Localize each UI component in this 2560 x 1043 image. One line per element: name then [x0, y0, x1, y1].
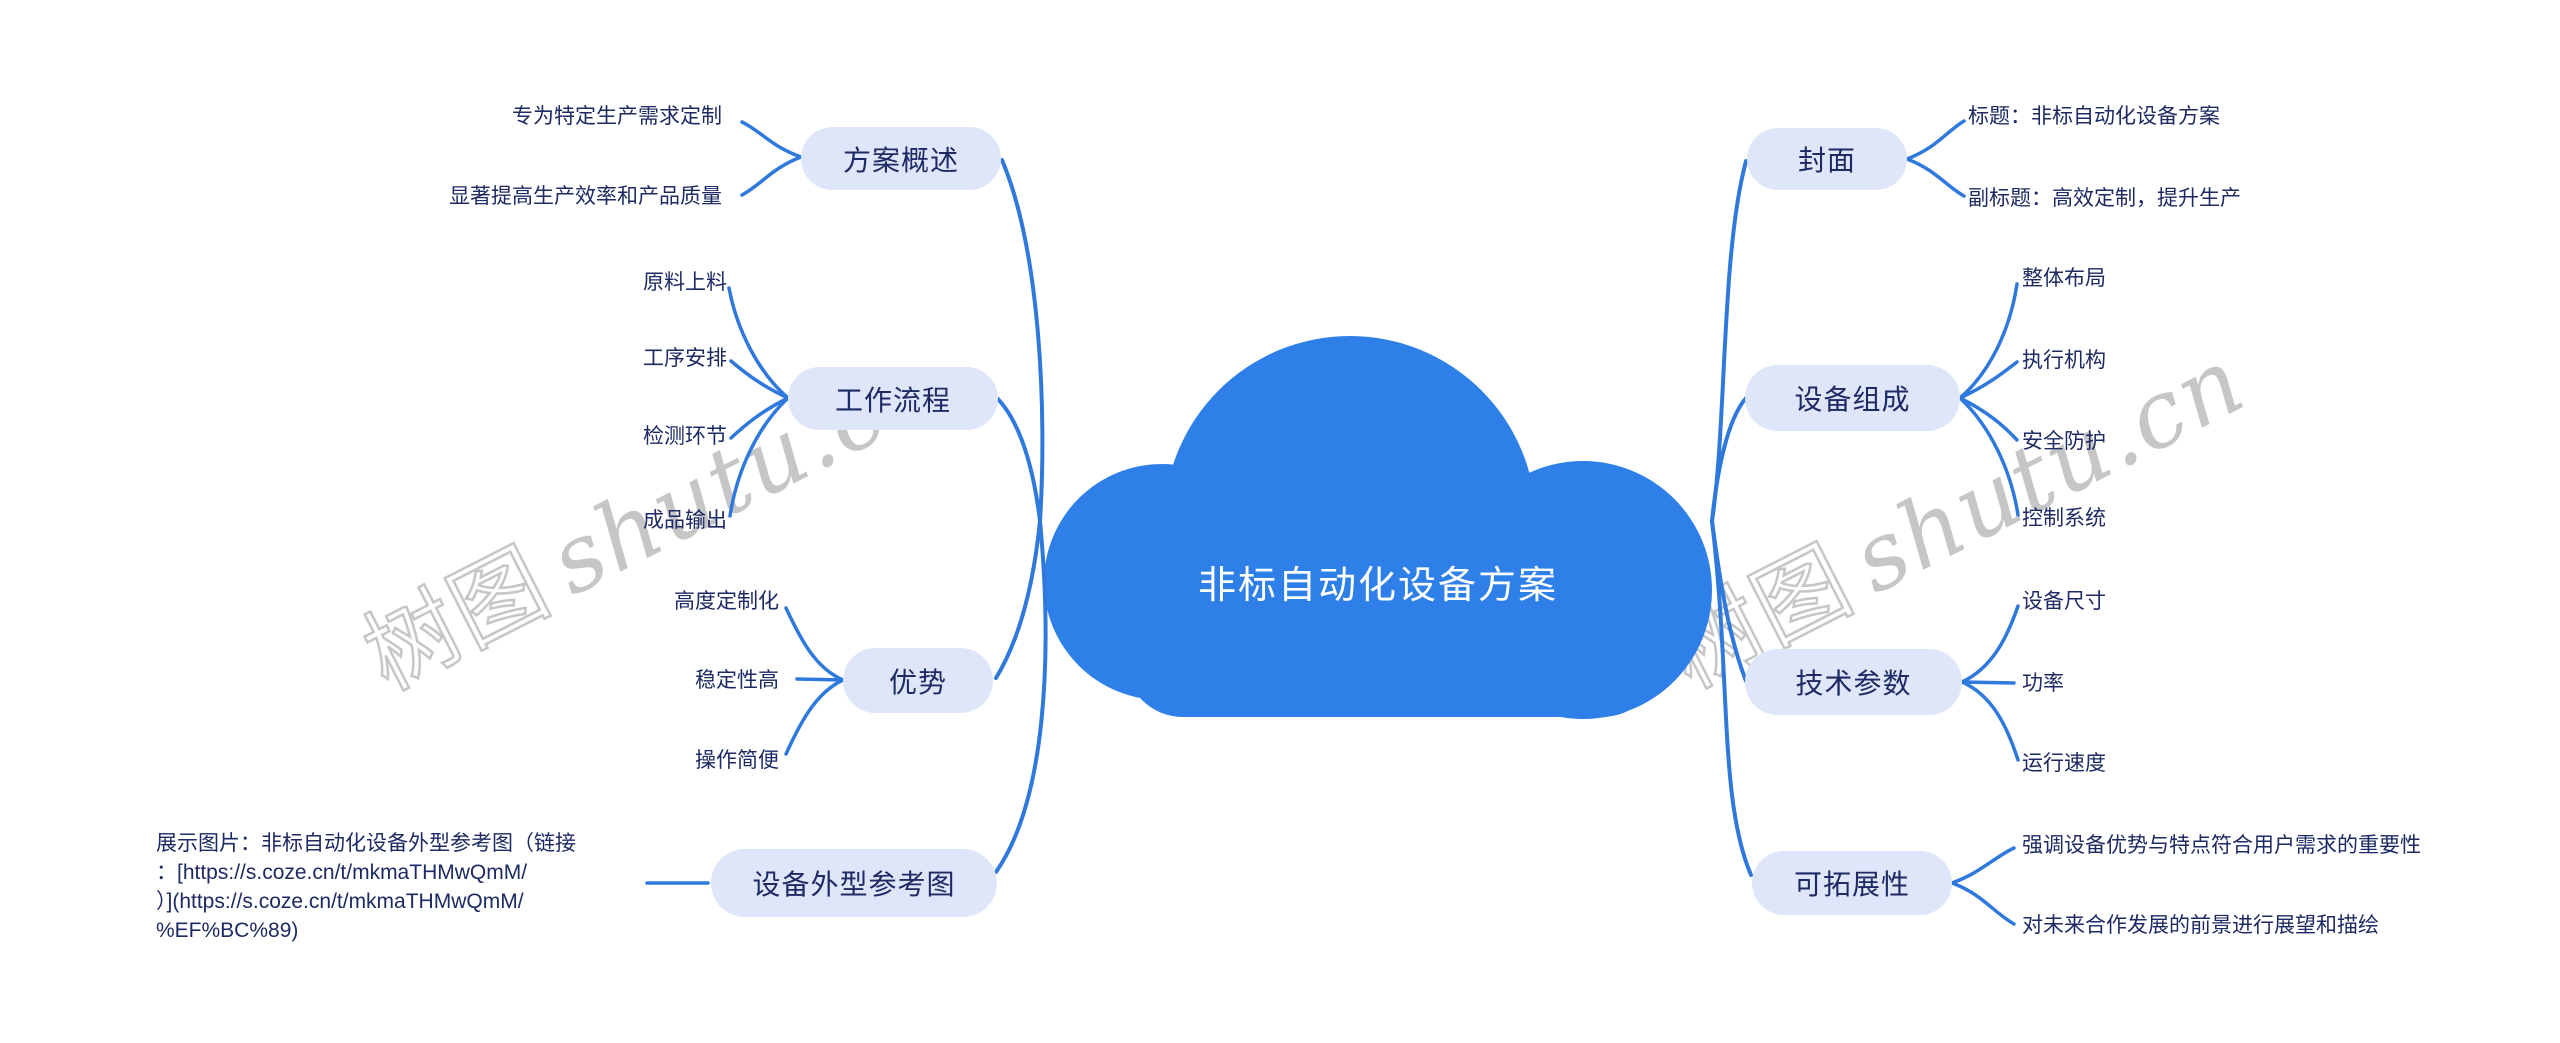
- node-extensibility[interactable]: 可拓展性: [1752, 851, 1952, 915]
- root-node-label[interactable]: 非标自动化设备方案: [1197, 565, 1558, 607]
- child-high-customization[interactable]: 高度定制化: [674, 590, 779, 613]
- child-emphasize-advantages[interactable]: 强调设备优势与特点符合用户需求的重要性: [2022, 834, 2421, 857]
- child-process-arrangement[interactable]: 工序安排: [643, 347, 727, 370]
- node-device-appearance[interactable]: 设备外型参考图: [711, 849, 997, 917]
- node-extensibility-label: 可拓展性: [1793, 869, 1910, 900]
- child-control-system[interactable]: 控制系统: [2022, 507, 2106, 530]
- child-overall-layout[interactable]: 整体布局: [2022, 267, 2106, 290]
- child-high-stability[interactable]: 稳定性高: [695, 669, 779, 692]
- child-reference-image-link[interactable]: 展示图片：非标自动化设备外型参考图（链接 ：[https://s.coze.cn…: [156, 829, 626, 945]
- child-easy-operation[interactable]: 操作简便: [695, 749, 779, 772]
- note-line: 展示图片：非标自动化设备外型参考图（链接: [156, 832, 576, 855]
- child-cover-subtitle[interactable]: 副标题：高效定制，提升生产: [1968, 187, 2241, 210]
- child-product-output[interactable]: 成品输出: [643, 509, 727, 532]
- node-composition[interactable]: 设备组成: [1745, 365, 1960, 431]
- child-running-speed[interactable]: 运行速度: [2022, 752, 2106, 775]
- child-future-cooperation[interactable]: 对未来合作发展的前景进行展望和描绘: [2022, 914, 2379, 937]
- child-improve-efficiency[interactable]: 显著提高生产效率和产品质量: [449, 185, 722, 208]
- node-composition-label: 设备组成: [1794, 384, 1911, 415]
- child-device-size[interactable]: 设备尺寸: [2022, 590, 2106, 613]
- node-cover[interactable]: 封面: [1747, 128, 1907, 190]
- node-advantages-label: 优势: [888, 666, 947, 698]
- child-actuator[interactable]: 执行机构: [2022, 349, 2106, 372]
- child-power[interactable]: 功率: [2022, 672, 2064, 695]
- note-line: ）](https://s.coze.cn/t/mkmaTHMwQmM/: [156, 890, 524, 913]
- child-inspection[interactable]: 检测环节: [643, 425, 727, 448]
- node-workflow[interactable]: 工作流程: [788, 367, 998, 430]
- child-material-loading[interactable]: 原料上料: [643, 271, 727, 294]
- node-device-appearance-label: 设备外型参考图: [752, 869, 956, 900]
- child-safety-protection[interactable]: 安全防护: [2022, 430, 2106, 453]
- node-advantages[interactable]: 优势: [843, 648, 993, 713]
- node-workflow-label: 工作流程: [834, 384, 951, 416]
- child-cover-title[interactable]: 标题：非标自动化设备方案: [1968, 105, 2220, 128]
- node-overview-label: 方案概述: [842, 144, 959, 176]
- note-line: %EF%BC%89): [156, 919, 299, 942]
- note-line: ：[https://s.coze.cn/t/mkmaTHMwQmM/: [156, 861, 528, 884]
- child-custom-production[interactable]: 专为特定生产需求定制: [512, 105, 722, 128]
- node-overview[interactable]: 方案概述: [801, 127, 1001, 190]
- node-tech-params[interactable]: 技术参数: [1745, 649, 1962, 715]
- node-cover-label: 封面: [1797, 145, 1856, 176]
- node-tech-params-label: 技术参数: [1795, 668, 1912, 699]
